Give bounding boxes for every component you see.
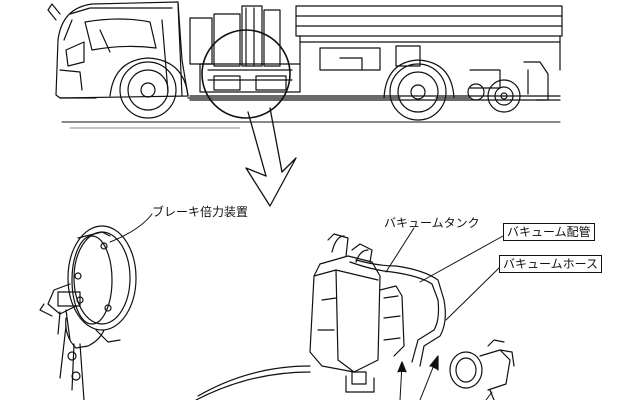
vacuum-tank-drawing xyxy=(195,227,515,400)
truck-illustration xyxy=(47,1,563,129)
detail-arrow xyxy=(245,107,297,207)
vacuum-pipe-label: バキューム配管 xyxy=(503,223,595,241)
brake-booster-label: ブレーキ倍力装置 xyxy=(152,205,249,219)
vacuum-hose-label: バキュームホース xyxy=(499,255,603,273)
brake-booster-drawing xyxy=(39,213,153,400)
vacuum-tank-label: バキュームタンク xyxy=(384,216,480,230)
